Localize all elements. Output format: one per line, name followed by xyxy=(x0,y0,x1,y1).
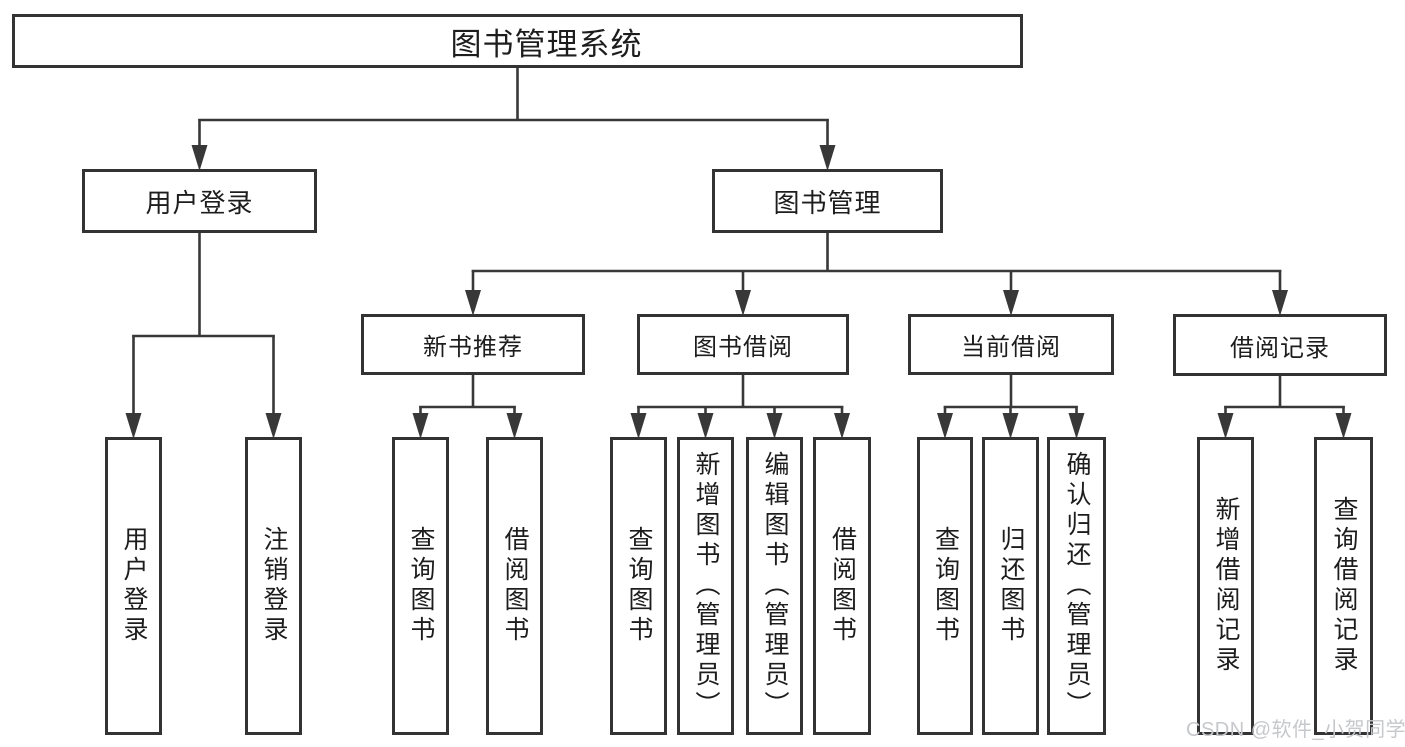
node-user-login: 用户登录 xyxy=(82,169,317,233)
arrowhead-icon xyxy=(412,413,429,439)
node-new-book-rec: 新书推荐 xyxy=(361,314,585,375)
arrowhead-icon xyxy=(1068,413,1085,439)
node-book-mgmt: 图书管理 xyxy=(712,169,943,233)
arrowhead-icon xyxy=(1002,413,1019,439)
node-leaf-return-book: 归还图书 xyxy=(982,437,1039,735)
node-leaf-logout: 注销登录 xyxy=(245,437,302,735)
arrowhead-icon xyxy=(1272,290,1288,316)
node-book-borrow: 图书借阅 xyxy=(637,314,849,375)
arrowhead-icon xyxy=(1335,413,1352,439)
arrowhead-icon xyxy=(506,413,523,439)
node-borrow-record: 借阅记录 xyxy=(1173,314,1387,376)
arrowhead-icon xyxy=(834,413,850,439)
node-leaf-borrow-book-1: 借阅图书 xyxy=(486,437,543,735)
arrowhead-icon xyxy=(1217,413,1234,439)
node-leaf-query-book-3: 查询图书 xyxy=(917,437,973,735)
arrowhead-icon xyxy=(819,145,836,171)
node-leaf-query-book-1: 查询图书 xyxy=(392,437,449,735)
node-leaf-user-login: 用户登录 xyxy=(105,437,162,735)
watermark-text: CSDN @软件_小贺同学 xyxy=(1186,719,1405,741)
arrowhead-icon xyxy=(735,290,751,316)
node-leaf-borrow-book-2: 借阅图书 xyxy=(813,437,871,735)
node-root: 图书管理系统 xyxy=(12,14,1023,68)
arrowhead-icon xyxy=(191,145,208,171)
arrowhead-icon xyxy=(125,413,142,439)
arrowhead-icon xyxy=(697,413,714,439)
node-leaf-confirm-return: 确认归还（管理员） xyxy=(1047,437,1106,735)
node-leaf-query-book-2: 查询图书 xyxy=(610,437,667,735)
arrowhead-icon xyxy=(630,413,647,439)
arrowhead-icon xyxy=(766,413,783,439)
node-leaf-add-borrow-record: 新增借阅记录 xyxy=(1197,437,1254,735)
arrowhead-icon xyxy=(265,413,282,439)
arrowhead-icon xyxy=(465,290,481,316)
node-leaf-edit-book: 编辑图书（管理员） xyxy=(746,437,803,735)
node-leaf-query-borrow-record: 查询借阅记录 xyxy=(1314,437,1373,735)
arrowhead-icon xyxy=(1003,290,1019,316)
arrowhead-icon xyxy=(937,413,953,439)
node-leaf-add-book: 新增图书（管理员） xyxy=(677,437,734,735)
node-current-borrow: 当前借阅 xyxy=(908,314,1114,375)
